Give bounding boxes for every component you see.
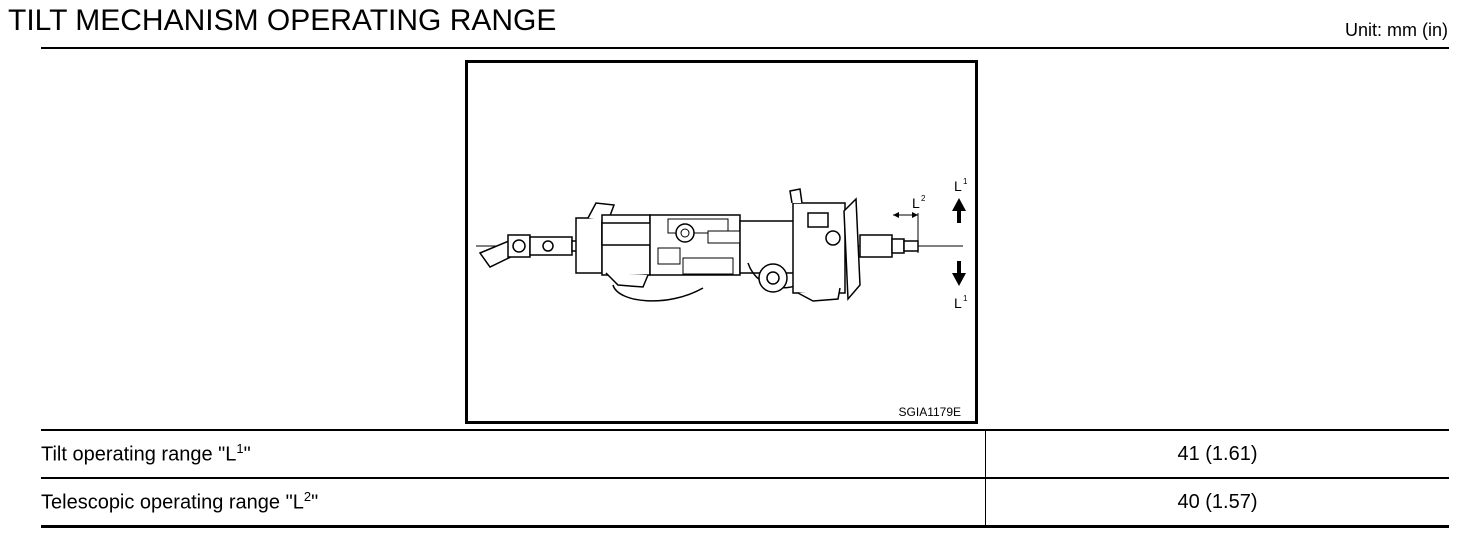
row-label: Telescopic operating range "L2" — [41, 478, 986, 527]
steering-column-illustration: L 1 L 2 L 1 — [476, 177, 968, 311]
row-label-text: Tilt operating range "L — [41, 443, 237, 466]
callout-l1-bottom-sup: 1 — [963, 294, 968, 303]
unit-label: Unit: mm (in) — [1345, 20, 1448, 40]
row-label-sup: 1 — [236, 441, 244, 457]
callout-l1-bottom: L — [954, 295, 962, 311]
table-row: Tilt operating range "L1" 41 (1.61) — [41, 430, 1449, 478]
table-row: Telescopic operating range "L2" 40 (1.57… — [41, 478, 1449, 527]
row-value: 41 (1.61) — [1177, 442, 1258, 465]
header-rule — [41, 47, 1449, 49]
row-value: 40 (1.57) — [1177, 490, 1258, 513]
figure-id: SGIA1179E — [898, 405, 961, 419]
callout-l1-top: L — [954, 178, 962, 194]
row-label-text: Telescopic operating range "L — [41, 491, 304, 514]
page-title: TILT MECHANISM OPERATING RANGE — [8, 4, 557, 37]
spec-table: Tilt operating range "L1" 41 (1.61) Tele… — [41, 429, 1449, 528]
row-label-tail: " — [311, 491, 319, 514]
row-label: Tilt operating range "L1" — [41, 430, 986, 478]
callout-l2: L — [912, 195, 920, 211]
row-label-tail: " — [243, 443, 251, 466]
steering-column-figure: L 1 L 2 L 1 SGIA1179E — [465, 60, 978, 424]
callout-l1-top-sup: 1 — [963, 177, 968, 186]
callout-l2-sup: 2 — [921, 194, 926, 203]
row-label-sup: 2 — [303, 489, 312, 505]
